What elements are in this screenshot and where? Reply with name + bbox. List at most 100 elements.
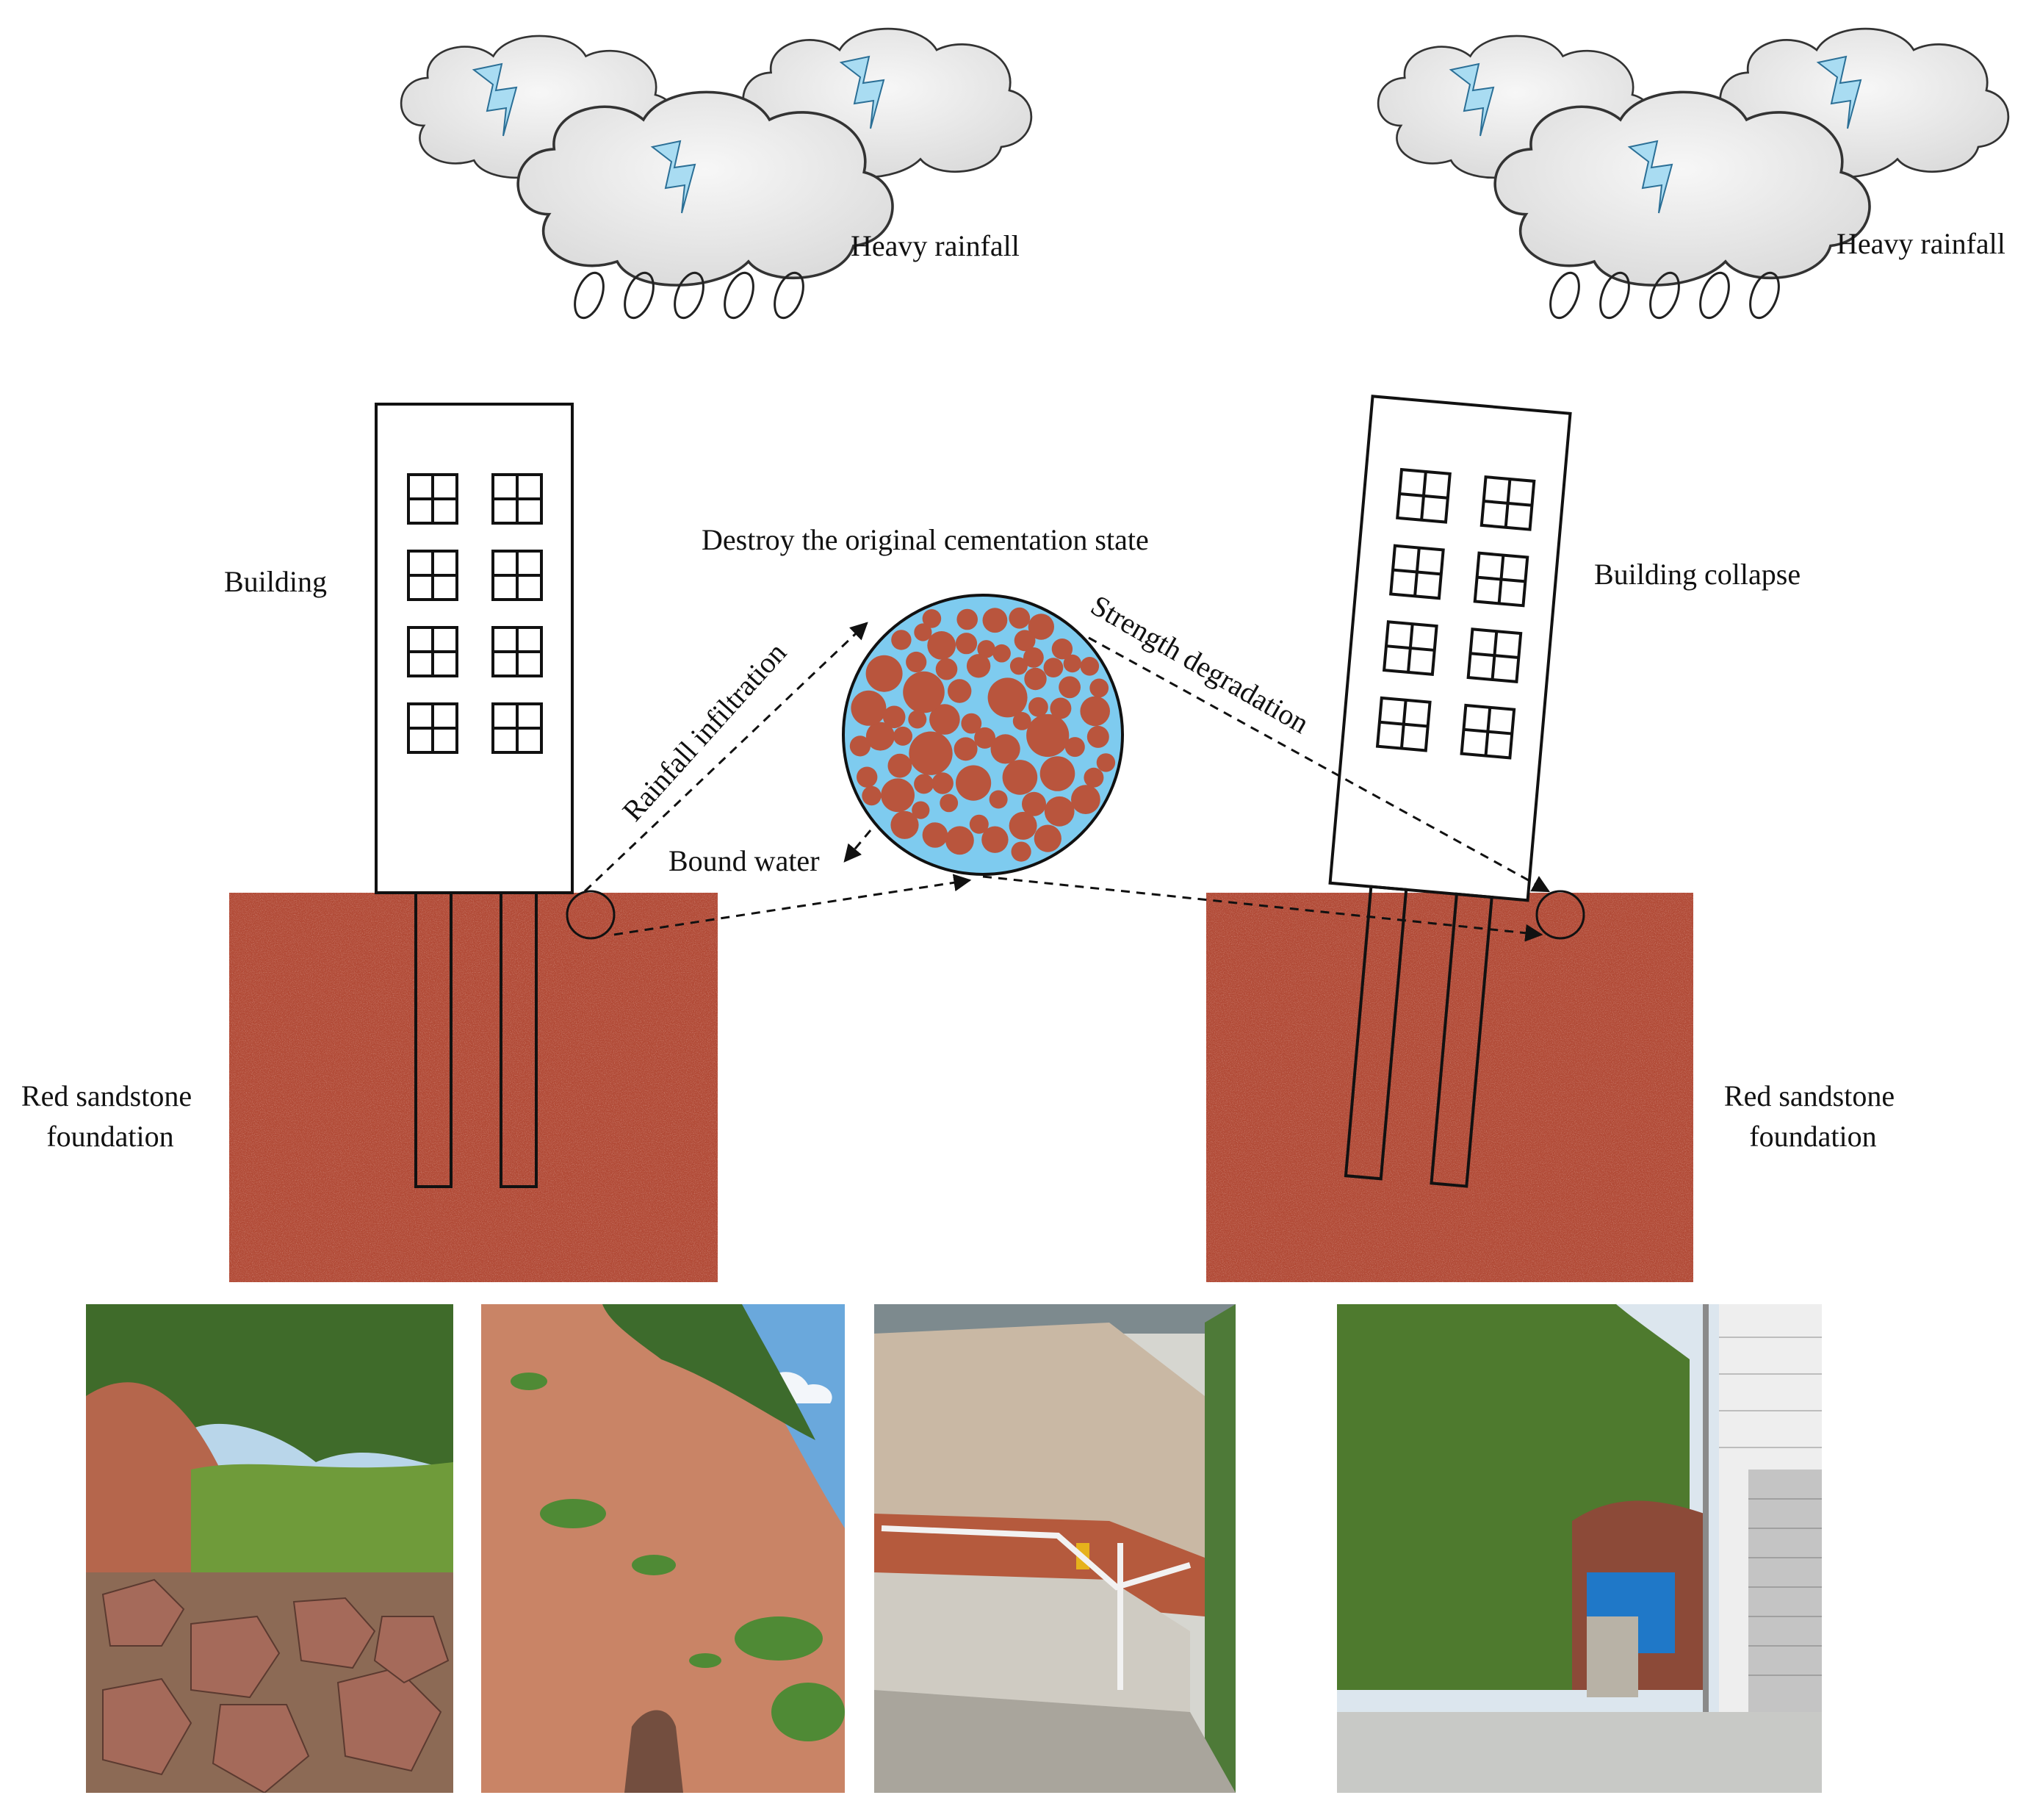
particle xyxy=(893,726,912,746)
dashed-arrows xyxy=(583,622,1551,942)
building-label: Building xyxy=(224,565,327,598)
raindrop-icon xyxy=(1549,271,1580,320)
particle xyxy=(956,608,978,630)
window-icon xyxy=(1473,551,1529,608)
particle xyxy=(903,671,945,713)
building-right-tilted xyxy=(1328,395,1572,1188)
particle xyxy=(909,731,953,775)
window-icon xyxy=(407,702,458,754)
particle xyxy=(1012,712,1031,730)
particle xyxy=(927,631,956,660)
particle xyxy=(890,810,919,839)
particle xyxy=(865,722,895,751)
particle xyxy=(940,794,959,813)
particle xyxy=(945,826,974,855)
particle xyxy=(1096,753,1116,772)
building-body xyxy=(1328,395,1572,902)
window-icon xyxy=(407,473,458,525)
particle xyxy=(1028,697,1048,717)
heavy-rainfall-label-left: Heavy rainfall xyxy=(851,229,1020,262)
particle xyxy=(974,727,996,749)
window-icon xyxy=(1466,627,1523,684)
sample-point-right xyxy=(1535,890,1585,940)
particle xyxy=(1051,639,1073,660)
destroy-cementation-label: Destroy the original cementation state xyxy=(702,523,1149,556)
red-sandstone-left-line1: Red sandstone xyxy=(21,1079,192,1112)
sandstone-foundation-left xyxy=(229,893,718,1282)
particle xyxy=(981,826,1009,853)
particle xyxy=(990,734,1020,764)
particle xyxy=(1080,696,1110,727)
particle xyxy=(1080,657,1100,676)
raindrop-icon xyxy=(1599,271,1630,320)
cloud-group-right: Heavy rainfall xyxy=(1377,27,2010,320)
particle xyxy=(865,655,903,692)
window-icon xyxy=(1479,475,1536,531)
particle xyxy=(862,785,882,806)
particle xyxy=(914,623,932,641)
red-sandstone-left-line2: foundation xyxy=(46,1120,173,1153)
window-icon xyxy=(1382,620,1438,676)
cloud-group-left: Heavy rainfall xyxy=(400,27,1033,320)
particle xyxy=(1009,607,1031,629)
sandstone-foundation-right xyxy=(1206,893,1693,1282)
particle xyxy=(1009,657,1028,675)
red-sandstone-slope-photo xyxy=(481,1304,845,1793)
particle xyxy=(1063,654,1082,673)
window-icon xyxy=(491,626,543,677)
arrow-circle-to-collapse xyxy=(982,875,1543,942)
particle xyxy=(966,654,991,678)
particle xyxy=(1071,785,1100,814)
window-icon xyxy=(491,473,543,525)
red-sandstone-quarry-photo xyxy=(86,1304,453,1793)
arrow-sample-to-circle xyxy=(613,874,972,936)
particle xyxy=(931,772,954,794)
collapsed-slope-near-building-photo xyxy=(1337,1304,1822,1793)
particle xyxy=(908,710,927,729)
red-sandstone-label-right: Red sandstone foundation xyxy=(1724,1079,1902,1153)
heavy-rainfall-label-right: Heavy rainfall xyxy=(1837,227,2005,260)
particle xyxy=(1028,614,1055,640)
raindrop-icon xyxy=(1749,271,1780,320)
raindrops xyxy=(1549,271,1780,320)
particle xyxy=(987,677,1028,718)
particle xyxy=(1086,725,1109,748)
rainfall-infiltration-label: Rainfall infiltration xyxy=(616,636,793,827)
particle xyxy=(1023,647,1044,668)
raindrop-icon xyxy=(774,271,804,320)
particle xyxy=(914,774,934,794)
microstructure-circle xyxy=(842,594,1124,876)
particle xyxy=(857,766,878,788)
raindrop-icon xyxy=(1649,271,1680,320)
pile xyxy=(414,891,453,1188)
particle xyxy=(1026,713,1070,758)
raindrop-icon xyxy=(624,271,655,320)
particle xyxy=(954,737,978,761)
bound-water-label: Bound water xyxy=(668,844,820,877)
particle xyxy=(887,753,912,778)
raindrop-icon xyxy=(1699,271,1730,320)
particle xyxy=(1024,667,1047,691)
particle xyxy=(948,679,972,703)
window-icon xyxy=(407,626,458,677)
building-left xyxy=(375,403,574,1188)
raindrop-icon xyxy=(574,271,605,320)
window-icon xyxy=(1396,467,1452,524)
particle xyxy=(1022,791,1046,816)
particle xyxy=(922,609,942,628)
particle xyxy=(881,778,915,813)
particle xyxy=(992,644,1011,663)
particle xyxy=(982,608,1008,633)
red-sandstone-right-line1: Red sandstone xyxy=(1724,1079,1895,1112)
particle xyxy=(929,704,960,735)
particle xyxy=(1050,697,1072,719)
red-sandstone-label-left: Red sandstone foundation xyxy=(21,1079,199,1153)
window-icon xyxy=(491,550,543,601)
window-icon xyxy=(491,702,543,754)
particle xyxy=(1009,811,1037,840)
particle xyxy=(849,735,871,757)
particle xyxy=(961,713,982,734)
particle xyxy=(1011,841,1031,862)
arrow-bound-water xyxy=(843,830,872,863)
